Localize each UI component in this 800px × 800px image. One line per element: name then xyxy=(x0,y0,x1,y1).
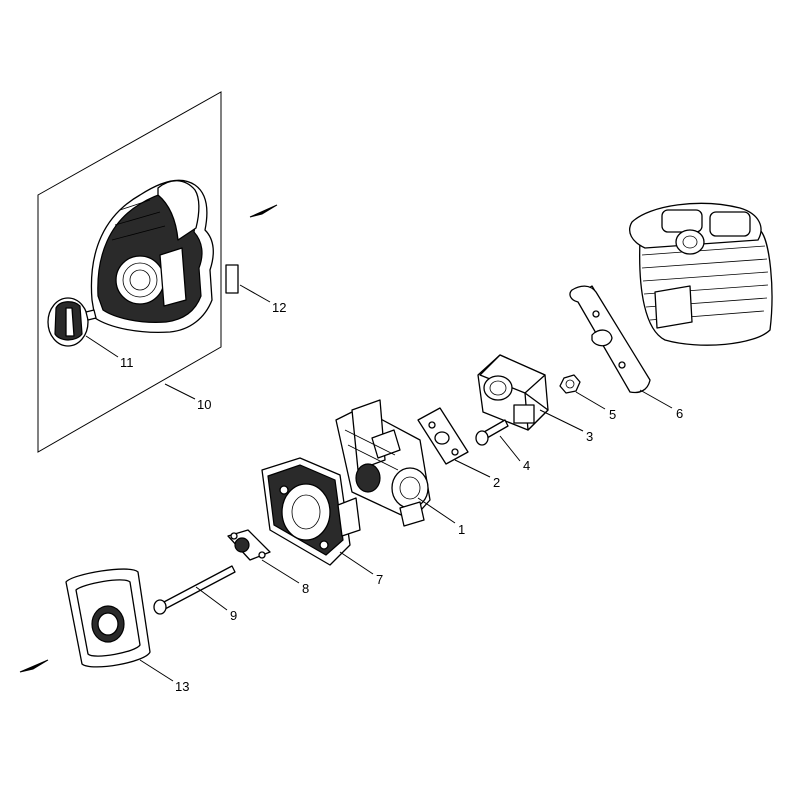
callout-9: 9 xyxy=(230,608,237,623)
leader-13 xyxy=(139,659,174,682)
leader-6 xyxy=(639,389,673,409)
leader-9 xyxy=(195,586,228,611)
leader-2 xyxy=(454,459,491,478)
leader-10 xyxy=(164,383,196,400)
carburetor xyxy=(335,399,431,527)
callout-10: 10 xyxy=(197,397,211,412)
callout-2: 2 xyxy=(493,475,500,490)
air-filter-case xyxy=(261,457,361,566)
callout-4: 4 xyxy=(523,458,530,473)
bracket-plate xyxy=(227,529,271,561)
leader-3 xyxy=(539,409,584,432)
nut xyxy=(559,374,581,394)
insulator-gasket xyxy=(569,285,651,394)
leader-4 xyxy=(499,435,521,462)
long-bolt xyxy=(153,565,236,615)
callout-3: 3 xyxy=(586,429,593,444)
carburetor-gasket xyxy=(417,407,469,465)
leader-12 xyxy=(239,284,271,303)
callout-8: 8 xyxy=(302,581,309,596)
callout-13: 13 xyxy=(175,679,189,694)
leader-11 xyxy=(85,335,119,358)
callout-6: 6 xyxy=(676,406,683,421)
direction-arrow-upper xyxy=(249,204,278,218)
callout-11: 11 xyxy=(120,355,134,370)
label xyxy=(225,264,239,294)
leader-5 xyxy=(575,391,606,410)
air-filter-element xyxy=(65,568,151,668)
leader-1 xyxy=(417,497,456,524)
leader-lines xyxy=(85,284,673,682)
direction-arrow-lower xyxy=(19,659,49,673)
cylinder xyxy=(629,202,773,346)
insulator-block xyxy=(477,354,549,431)
knob xyxy=(47,297,97,347)
leader-7 xyxy=(339,551,374,575)
callout-7: 7 xyxy=(376,572,383,587)
callout-5: 5 xyxy=(609,407,616,422)
callout-1: 1 xyxy=(458,522,465,537)
bolt xyxy=(475,419,509,446)
callout-labels: 1 2 3 4 5 6 7 8 9 10 11 12 13 xyxy=(120,300,683,694)
air-cleaner-cover xyxy=(90,179,214,334)
leader-8 xyxy=(261,559,300,584)
callout-12: 12 xyxy=(272,300,286,315)
